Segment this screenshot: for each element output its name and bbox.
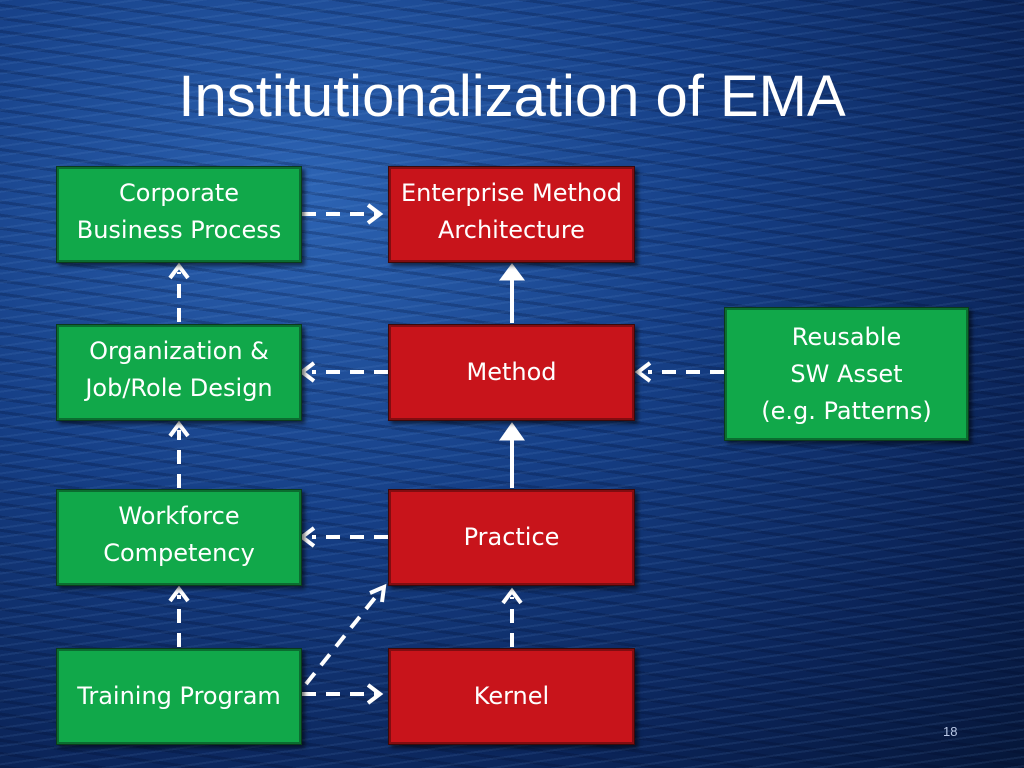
arrowhead-workforce-to-organization [168, 420, 190, 438]
enterprise-method-architecture-label: Enterprise Method Architecture [400, 179, 623, 244]
reusable-sw-asset-box: Reusable SW Asset (e.g. Patterns) [724, 307, 969, 441]
reusable-sw-asset-label: Reusable SW Asset (e.g. Patterns) [761, 322, 932, 425]
kernel-box: Kernel [388, 648, 635, 745]
arrowhead-practice-to-method [499, 422, 525, 441]
workforce-competency-box: Workforce Competency [56, 489, 302, 586]
arrowhead-training-to-kernel [366, 683, 384, 705]
training-program-label: Training Program [77, 682, 281, 710]
corporate-business-process-box: Corporate Business Process [56, 166, 302, 263]
enterprise-method-architecture-box: Enterprise Method Architecture [388, 166, 635, 263]
arrowhead-training-to-practice [369, 583, 387, 603]
page-number: 18 [943, 724, 958, 739]
arrowhead-training-to-workforce [168, 585, 190, 603]
organization-job-role-design-label: Organization & Job/Role Design [85, 337, 273, 402]
slide-title: Institutionalization of EMA [178, 64, 846, 129]
arrow-training-to-practice [304, 592, 380, 686]
organization-job-role-design-box: Organization & Job/Role Design [56, 324, 302, 421]
arrowhead-practice-to-workforce [298, 526, 316, 548]
workforce-competency-label: Workforce Competency [103, 502, 255, 567]
arrowhead-corporate-to-enterprise [366, 203, 384, 225]
training-program-box: Training Program [56, 648, 302, 745]
arrowhead-reusable-to-method [634, 361, 652, 383]
method-box: Method [388, 324, 635, 421]
practice-label: Practice [463, 523, 560, 551]
arrowhead-method-to-organization [298, 361, 316, 383]
kernel-label: Kernel [473, 682, 550, 710]
corporate-business-process-label: Corporate Business Process [76, 179, 282, 244]
practice-box: Practice [388, 489, 635, 586]
method-label: Method [466, 358, 557, 386]
arrowhead-organization-to-corporate [168, 262, 190, 280]
arrowhead-kernel-to-practice [501, 587, 523, 605]
arrowhead-method-to-enterprise [499, 263, 525, 281]
